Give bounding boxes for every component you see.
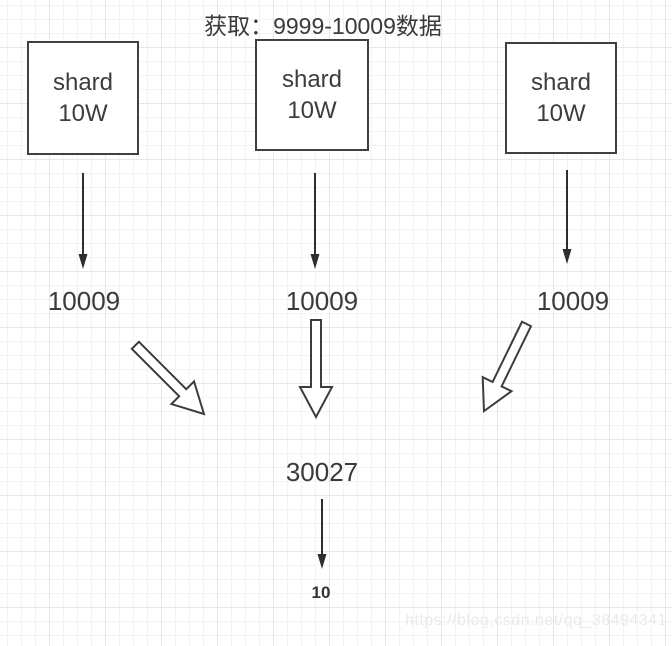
shard-size: 10W	[287, 97, 337, 124]
merged-total: 30027	[285, 457, 359, 487]
shard-box-2: shard 10W	[255, 39, 369, 151]
shard-size: 10W	[536, 100, 586, 127]
final-count: 10	[311, 583, 331, 602]
watermark-url: https://blog.csdn.net/qq_38494341	[404, 612, 667, 629]
shard-box-3: shard 10W	[505, 42, 617, 154]
shard-name: shard	[281, 66, 343, 93]
arrow-down-final-icon	[317, 499, 327, 569]
hollow-arrow-merge-left-icon	[130, 340, 206, 416]
shard3-result: 10009	[536, 286, 610, 316]
hollow-arrow-merge-right-icon	[481, 320, 533, 414]
shard-name: shard	[52, 69, 114, 96]
shard-box-1: shard 10W	[27, 41, 139, 155]
arrow-down-shard1-icon	[78, 173, 88, 269]
arrow-down-shard2-icon	[310, 173, 320, 269]
diagram-title: 获取：9999-10009数据	[204, 13, 442, 39]
shard1-result: 10009	[47, 286, 121, 316]
shard2-result: 10009	[285, 286, 359, 316]
shard-name: shard	[530, 69, 592, 96]
shard-size: 10W	[58, 100, 108, 127]
arrow-down-shard3-icon	[562, 170, 572, 264]
hollow-arrow-merge-middle-icon	[298, 319, 334, 420]
